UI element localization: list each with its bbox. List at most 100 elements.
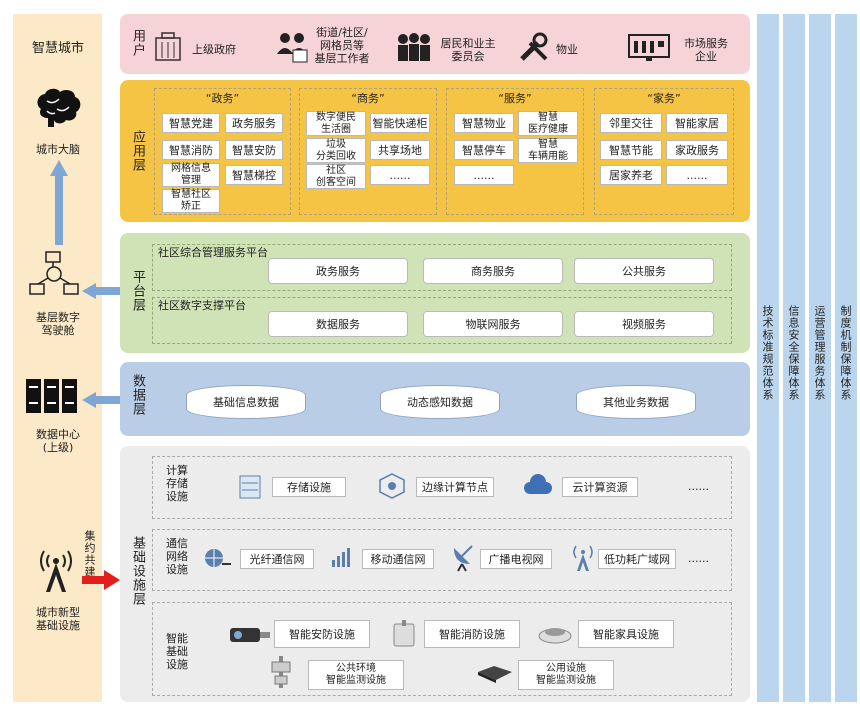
cockpit-network-icon [29,251,79,295]
commerce-item: ...... [370,165,430,185]
infra-compute-item: 存储设施 [272,477,346,497]
commerce-item: 智能快递柜 [370,113,430,133]
gov-item: 智慧消防 [162,140,220,160]
application-layer-title: 应用层 [130,130,145,172]
city-brain-label: 城市大脑 [36,143,80,156]
right-col-4 [835,14,857,702]
data-cylinder: 其他业务数据 [576,385,696,419]
service-group [446,88,584,215]
users-layer-title: 用户 [130,29,145,57]
user-item-1: 上级政府 [192,43,236,56]
infra-network-item: 广播电视网 [480,549,552,569]
left-panel [13,14,102,702]
service-item: ...... [454,165,514,185]
commerce-item: 垃圾 分类回收 [306,138,366,163]
commerce-item: 数字便民 生活圈 [306,111,366,136]
right-col-1-label: 技术标准规范体系 [761,305,774,401]
infra-smart-row [152,602,732,696]
platform-2-item: 数据服务 [268,311,408,337]
service-group-title: “服务” [498,92,532,105]
service-item: 智慧 医疗健康 [518,111,578,136]
cloud-icon [524,474,552,494]
infra-network-item: 光纤通信网 [240,549,314,569]
workers-icon [277,33,308,63]
user-item-4: 物业 [556,43,578,56]
jyj-label: 集约共建 [83,530,96,578]
household-group [594,88,734,215]
gov-item: 智慧梯控 [225,165,283,185]
platform-1-item: 公共服务 [574,258,714,284]
brain-icon [37,88,81,127]
commerce-group [299,88,437,215]
infra-smart-item: 智能家具设施 [578,620,674,648]
data-layer-title: 数据层 [130,374,145,416]
platform-2-item: 物联网服务 [423,311,563,337]
infra-smart-item: 智能安防设施 [274,620,370,648]
data-cylinder: 基础信息数据 [186,385,306,419]
platform-1 [152,244,732,291]
fire-sensor-icon [393,620,415,647]
government-building-icon [155,32,181,61]
smart-city-title: 智慧城市 [31,41,84,56]
infra-compute-item: 边缘计算节点 [416,477,494,497]
service-item: 智慧停车 [454,140,514,160]
server-rack-icon [26,379,77,413]
gov-item: 政务服务 [225,113,283,133]
right-col-3-label: 运营管理服务体系 [813,305,826,401]
commerce-group-title: “商务” [351,92,385,105]
household-item: 家政服务 [666,140,728,160]
edge-node-icon [379,473,405,499]
infra-compute-row [152,456,732,519]
gov-item: 智慧党建 [162,113,220,133]
household-item: 居家养老 [600,165,662,185]
antenna-icon [40,550,72,592]
storage-icon [239,475,261,499]
infra-new-label: 城市新型 基础设施 [36,606,80,632]
infra-network-item: ...... [688,552,709,565]
gov-item: 网格信息 管理 [162,163,220,187]
infra-smart-item: 智能消防设施 [424,620,520,648]
gov-group [154,88,291,215]
infra-compute-item: ...... [688,480,709,493]
platform-2-item: 视频服务 [574,311,714,337]
right-col-2-label: 信息安全保障体系 [787,305,800,401]
user-item-2: 街道/社区/ 网格员等 基层工作者 [314,26,370,65]
signal-bars-icon [332,548,350,567]
infra-smart-item: 公共环境 智能监测设施 [308,660,404,690]
up-arrow-icon [50,160,68,245]
env-monitor-icon [271,656,291,688]
gov-item: 智慧社区 矫正 [162,189,220,213]
arrow-left-data-icon [82,392,122,408]
market-board-icon [628,34,670,61]
security-camera-icon [230,628,270,642]
gov-item: 智慧安防 [225,140,283,160]
infra-smart-item: 公用设施 智能监测设施 [518,660,614,690]
lpwan-tower-icon [573,545,593,571]
service-item: 智慧 车辆用能 [518,138,578,163]
platform-2 [152,297,732,344]
right-col-3 [809,14,831,702]
gov-group-title: “政务” [205,92,240,105]
platform-layer-title: 平台层 [130,270,145,312]
platform-2-title: 社区数字支撑平台 [158,299,246,312]
service-item: 智慧物业 [454,113,514,133]
infra-network-item: 移动通信网 [362,549,434,569]
residents-group-icon [398,33,430,61]
right-col-4-label: 制度机制保障体系 [839,305,852,401]
arrow-right-infra-icon [82,570,120,590]
smart-home-device-icon [538,628,572,644]
household-item: 邻里交往 [600,113,662,133]
satellite-dish-icon [454,545,473,572]
household-group-title: “家务” [647,92,681,105]
platform-1-title: 社区综合管理服务平台 [158,246,268,259]
infra-network-row [152,529,732,591]
user-item-3: 居民和业主 委员会 [440,37,496,63]
commerce-item: 共享场地 [370,140,430,160]
cockpit-label: 基层数字 驾驶舱 [36,311,80,337]
data-center-label: 数据中心 (上级) [36,428,80,454]
infra-compute-item: 云计算资源 [562,477,638,497]
infra-network-title: 通信 网络 设施 [166,537,188,576]
data-cylinder: 动态感知数据 [380,385,500,419]
household-item: ...... [666,165,728,185]
infra-compute-title: 计算 存储 设施 [166,464,188,503]
